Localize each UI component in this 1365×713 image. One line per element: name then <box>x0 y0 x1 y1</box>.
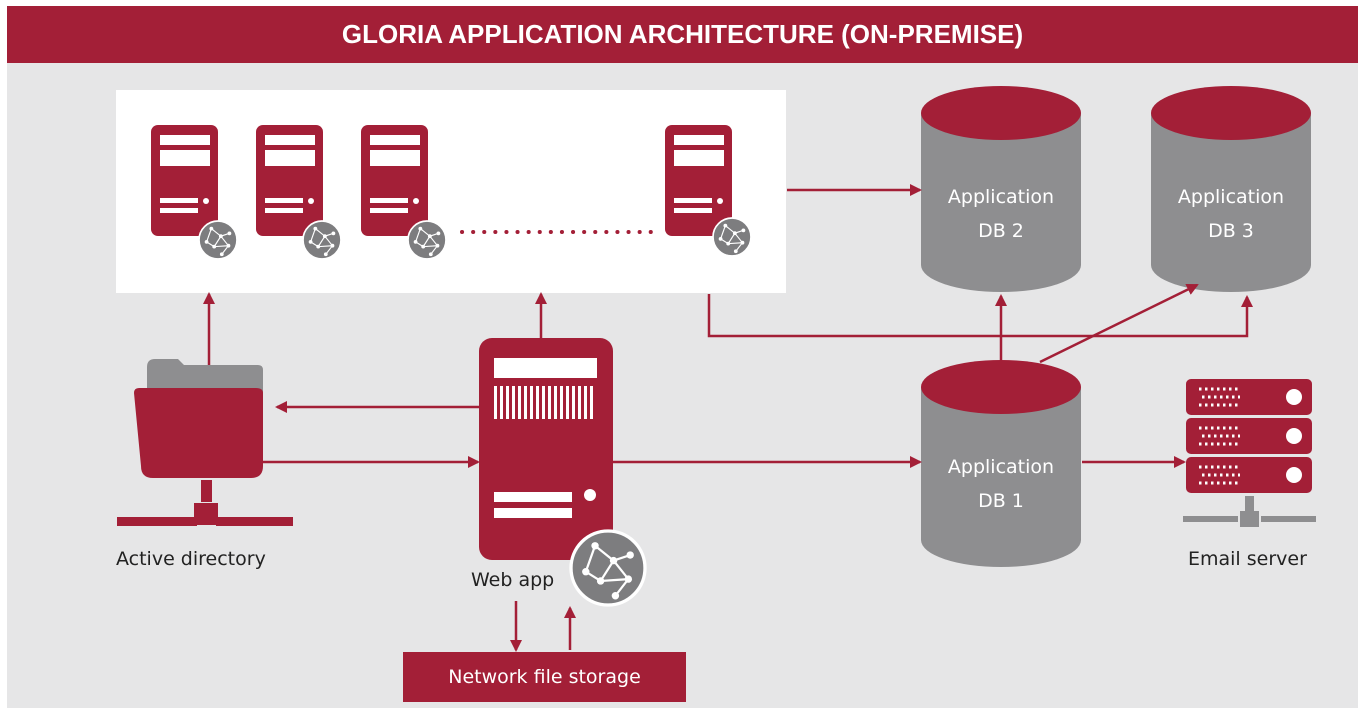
db3-label: Application DB 3 <box>1151 180 1311 248</box>
database-icon <box>921 360 1081 567</box>
network-file-storage: Network file storage <box>403 652 686 702</box>
db1-label: Application DB 1 <box>921 450 1081 518</box>
server-icon <box>256 125 341 259</box>
db2-line2: DB 2 <box>978 220 1024 242</box>
database-icon <box>921 86 1081 292</box>
server-icon <box>151 125 237 259</box>
active-directory-label: Active directory <box>116 548 266 570</box>
server-icon <box>361 125 446 259</box>
diagram-title: GLORIA APPLICATION ARCHITECTURE (ON-PREM… <box>7 6 1358 63</box>
db3-line1: Application <box>1177 186 1285 208</box>
connectors <box>203 184 1253 652</box>
db2-line1: Application <box>947 186 1055 208</box>
db1-line1: Application <box>947 456 1055 478</box>
folder-icon <box>134 359 263 478</box>
db1-line2: DB 1 <box>978 490 1024 512</box>
web-app-label: Web app <box>471 569 555 591</box>
web-app-server-icon <box>479 338 645 605</box>
rack-server-icon <box>1183 379 1316 527</box>
database-icon <box>1151 86 1311 292</box>
server-icon <box>665 125 751 256</box>
db3-line2: DB 3 <box>1208 220 1254 242</box>
network-icon <box>117 480 293 526</box>
db2-label: Application DB 2 <box>921 180 1081 248</box>
email-server-label: Email server <box>1188 548 1307 570</box>
